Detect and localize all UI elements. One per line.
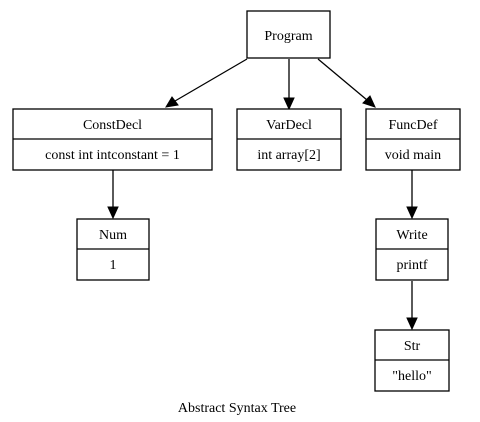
node-write-label: Write (396, 228, 427, 243)
node-constdecl-detail: const int intconstant = 1 (45, 148, 180, 163)
node-funcdef: FuncDef void main (365, 108, 461, 171)
node-str: Str "hello" (374, 329, 450, 392)
node-program-box (246, 10, 331, 59)
node-funcdef-detail: void main (385, 148, 441, 163)
node-num-label: Num (99, 228, 127, 243)
node-vardecl: VarDecl int array[2] (236, 108, 342, 171)
edge-constdecl-num (107, 170, 119, 220)
edge-funcdef-write (406, 170, 418, 220)
node-vardecl-label: VarDecl (266, 118, 312, 133)
node-str-detail: "hello" (392, 369, 431, 384)
edge-program-constdecl (165, 58, 248, 108)
edge-write-str (406, 281, 418, 331)
node-vardecl-detail: int array[2] (257, 148, 320, 163)
node-constdecl: ConstDecl const int intconstant = 1 (12, 108, 213, 171)
edge-program-funcdef (317, 58, 376, 108)
edges (107, 58, 418, 331)
node-program: Program (246, 10, 331, 59)
edge-program-vardecl (283, 59, 295, 111)
node-num-detail: 1 (110, 258, 117, 273)
node-str-label: Str (404, 339, 421, 354)
node-funcdef-label: FuncDef (389, 118, 438, 133)
node-write: Write printf (375, 218, 449, 281)
diagram-caption: Abstract Syntax Tree (178, 401, 296, 416)
node-program-label: Program (264, 29, 312, 44)
node-constdecl-label: ConstDecl (83, 118, 142, 133)
node-num: Num 1 (76, 218, 150, 281)
node-write-detail: printf (396, 258, 427, 273)
